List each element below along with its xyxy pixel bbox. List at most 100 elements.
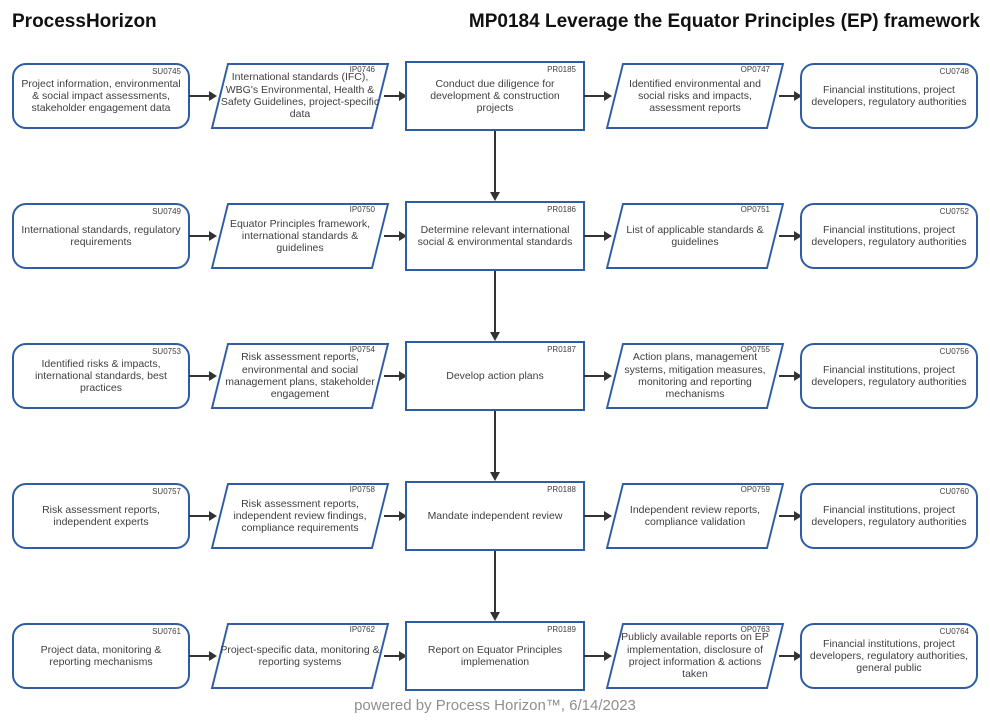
shape-code: IP0762 — [349, 625, 375, 634]
arrow-right-icon — [189, 63, 217, 129]
customer-box: CU0756 Financial institutions, project d… — [800, 343, 978, 409]
arrow-right-icon — [584, 483, 612, 549]
shape-code: PR0187 — [547, 345, 576, 354]
process-box: PR0188 Mandate independent review — [405, 481, 585, 551]
shape-code: IP0758 — [349, 485, 375, 494]
arrow-down-icon — [488, 271, 502, 341]
input-text: International standards (IFC), WBG's Env… — [220, 71, 380, 121]
supplier-box: SU0745 Project information, environmenta… — [12, 63, 190, 129]
arrow-right-icon — [189, 483, 217, 549]
output-box: OP0751 List of applicable standards & gu… — [605, 203, 785, 269]
arrow-down-icon — [488, 551, 502, 621]
input-box: IP0758 Risk assessment reports, independ… — [210, 483, 390, 549]
output-text: List of applicable standards & guideline… — [626, 223, 764, 248]
customer-text: Financial institutions, project develope… — [811, 503, 967, 528]
supplier-text: Project information, environmental & soc… — [21, 77, 181, 115]
shape-code: CU0756 — [939, 347, 969, 356]
process-box: PR0187 Develop action plans — [405, 341, 585, 411]
output-box: OP0747 Identified environmental and soci… — [605, 63, 785, 129]
arrow-right-icon — [384, 483, 407, 549]
arrow-down-icon — [488, 131, 502, 201]
output-text: Publicly available reports on EP impleme… — [621, 631, 769, 681]
shape-code: OP0755 — [740, 345, 770, 354]
shape-code: PR0185 — [547, 65, 576, 74]
shape-code: SU0749 — [152, 207, 181, 216]
shape-code: OP0751 — [740, 205, 770, 214]
arrow-right-icon — [189, 203, 217, 269]
supplier-text: Project data, monitoring & reporting mec… — [40, 643, 162, 668]
output-text: Action plans, management systems, mitiga… — [624, 351, 766, 401]
process-row-1: SU0745 Project information, environmenta… — [12, 61, 978, 131]
supplier-text: International standards, regulatory requ… — [21, 223, 181, 248]
input-text: Project-specific data, monitoring & repo… — [220, 643, 380, 668]
customer-text: Financial institutions, project develope… — [811, 363, 967, 388]
customer-box: CU0764 Financial institutions, project d… — [800, 623, 978, 689]
brand-title: ProcessHorizon — [12, 11, 157, 32]
supplier-box: SU0749 International standards, regulato… — [12, 203, 190, 269]
process-text: Develop action plans — [446, 369, 544, 382]
process-box: PR0185 Conduct due diligence for develop… — [405, 61, 585, 131]
arrow-right-icon — [584, 203, 612, 269]
process-text: Conduct due diligence for development & … — [430, 77, 560, 115]
process-row-2: SU0749 International standards, regulato… — [12, 201, 978, 271]
customer-text: Financial institutions, project develope… — [811, 83, 967, 108]
supplier-text: Identified risks & impacts, internationa… — [35, 357, 167, 395]
supplier-text: Risk assessment reports, independent exp… — [42, 503, 160, 528]
input-box: IP0746 International standards (IFC), WB… — [210, 63, 390, 129]
process-text: Report on Equator Principles implemenati… — [427, 643, 563, 668]
output-text: Identified environmental and social risk… — [629, 77, 761, 115]
input-box: IP0754 Risk assessment reports, environm… — [210, 343, 390, 409]
output-box: OP0755 Action plans, management systems,… — [605, 343, 785, 409]
footer-credit: powered by Process Horizon™, 6/14/2023 — [354, 697, 636, 714]
supplier-box: SU0753 Identified risks & impacts, inter… — [12, 343, 190, 409]
customer-text: Financial institutions, project develope… — [811, 223, 967, 248]
shape-code: PR0189 — [547, 625, 576, 634]
input-box: IP0750 Equator Principles framework, int… — [210, 203, 390, 269]
customer-box: CU0752 Financial institutions, project d… — [800, 203, 978, 269]
shape-code: SU0745 — [152, 67, 181, 76]
shape-code: CU0748 — [939, 67, 969, 76]
shape-code: SU0757 — [152, 487, 181, 496]
process-box: PR0189 Report on Equator Principles impl… — [405, 621, 585, 691]
input-box: IP0762 Project-specific data, monitoring… — [210, 623, 390, 689]
shape-code: IP0754 — [349, 345, 375, 354]
input-text: Risk assessment reports, independent rev… — [233, 497, 367, 535]
customer-box: CU0748 Financial institutions, project d… — [800, 63, 978, 129]
shape-code: CU0752 — [939, 207, 969, 216]
output-box: OP0759 Independent review reports, compl… — [605, 483, 785, 549]
arrow-right-icon — [584, 63, 612, 129]
shape-code: CU0760 — [939, 487, 969, 496]
arrow-right-icon — [779, 483, 802, 549]
shape-code: IP0750 — [349, 205, 375, 214]
page-title: MP0184 Leverage the Equator Principles (… — [468, 11, 980, 32]
supplier-box: SU0757 Risk assessment reports, independ… — [12, 483, 190, 549]
arrow-down-icon — [488, 411, 502, 481]
arrow-right-icon — [779, 203, 802, 269]
output-box: OP0763 Publicly available reports on EP … — [605, 623, 785, 689]
shape-code: OP0747 — [740, 65, 770, 74]
shape-code: IP0746 — [349, 65, 375, 74]
process-row-4: SU0757 Risk assessment reports, independ… — [12, 481, 978, 551]
arrow-right-icon — [189, 623, 217, 689]
process-row-3: SU0753 Identified risks & impacts, inter… — [12, 341, 978, 411]
process-row-5: SU0761 Project data, monitoring & report… — [12, 621, 978, 691]
shape-code: CU0764 — [939, 627, 969, 636]
supplier-box: SU0761 Project data, monitoring & report… — [12, 623, 190, 689]
input-text: Equator Principles framework, internatio… — [229, 217, 371, 255]
shape-code: SU0761 — [152, 627, 181, 636]
shape-code: PR0186 — [547, 205, 576, 214]
arrow-right-icon — [384, 203, 407, 269]
shape-code: PR0188 — [547, 485, 576, 494]
arrow-right-icon — [189, 343, 217, 409]
process-box: PR0186 Determine relevant international … — [405, 201, 585, 271]
process-text: Mandate independent review — [427, 509, 563, 522]
arrow-right-icon — [779, 623, 802, 689]
customer-text: Financial institutions, project develope… — [809, 637, 969, 675]
shape-code: OP0763 — [740, 625, 770, 634]
output-text: Independent review reports, compliance v… — [629, 503, 761, 528]
input-text: Risk assessment reports, environmental a… — [225, 351, 375, 401]
shape-code: SU0753 — [152, 347, 181, 356]
arrow-right-icon — [779, 63, 802, 129]
arrow-right-icon — [384, 623, 407, 689]
